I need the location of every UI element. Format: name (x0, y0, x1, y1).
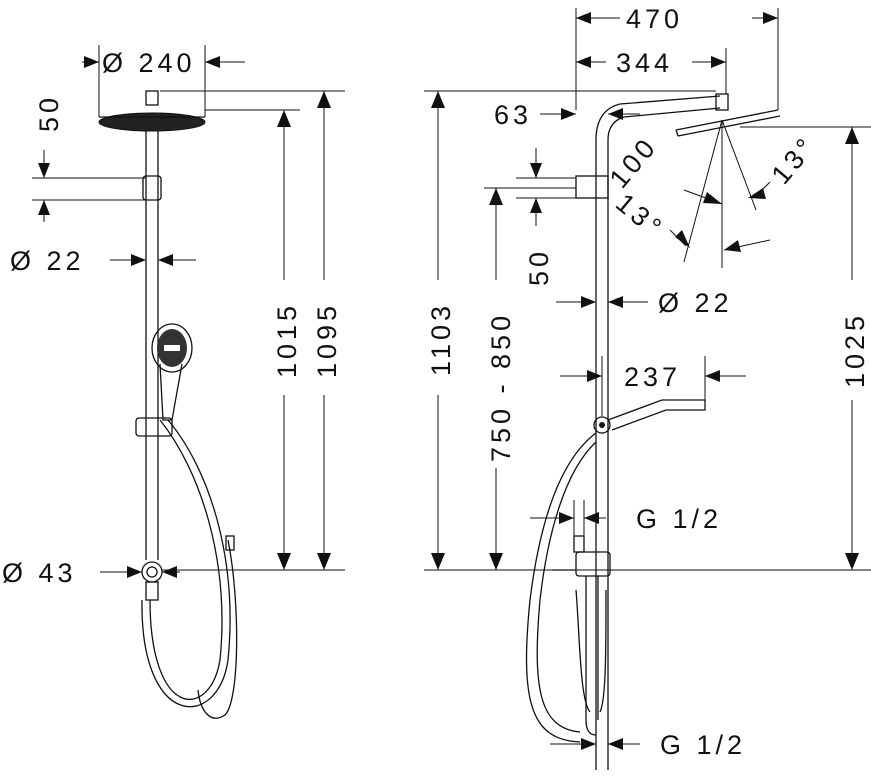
dim-mount-range (489, 188, 503, 570)
side-view: 470 344 63 (424, 4, 871, 770)
hand-shower-front (151, 323, 193, 421)
label-tilt-lower: 13° (610, 188, 670, 245)
dim-head-diameter (82, 45, 245, 117)
label-thread-lower: G 1/2 (660, 730, 746, 760)
dim-head-height (845, 127, 859, 570)
hose-front (149, 419, 223, 700)
dim-hand-arm (560, 356, 746, 416)
label-pipe-diameter-side: Ø 22 (658, 288, 733, 318)
dim-total-height (431, 91, 445, 570)
dim-pipe-diameter-front (110, 254, 196, 266)
label-arm-length: 344 (616, 48, 673, 78)
dim-holder-offset (484, 148, 576, 226)
label-mount-range: 750 - 850 (486, 312, 516, 462)
dim-thread-lower (550, 738, 640, 750)
hose-side (525, 432, 597, 743)
dim-arm-total (575, 8, 779, 110)
label-head-gap: 100 (604, 131, 664, 194)
label-pipe-diameter-front: Ø 22 (10, 246, 85, 276)
label-arm-total: 470 (626, 4, 683, 34)
label-height-1095: 1095 (312, 302, 342, 378)
overhead-shower-front (98, 90, 206, 132)
front-view: Ø 240 50 Ø 22 (2, 45, 345, 719)
label-tilt-upper: 13° (766, 130, 823, 190)
riser-pipe-side (595, 95, 721, 770)
label-holder-offset: 50 (524, 248, 554, 286)
slide-holder-front (135, 417, 173, 437)
diverter-side (552, 535, 611, 736)
label-top-offset: 63 (494, 100, 532, 130)
label-height-1015: 1015 (272, 302, 302, 378)
dim-heights-front (160, 90, 345, 571)
diverter-front (141, 561, 163, 601)
dim-diverter-diameter (100, 566, 180, 578)
dim-thread-upper (530, 500, 606, 536)
dim-pipe-diameter-side (556, 296, 648, 308)
overhead-shower-side (675, 93, 781, 137)
label-head-diameter: Ø 240 (102, 48, 196, 78)
dim-top-offset (540, 108, 640, 120)
wall-bracket-side (575, 175, 609, 199)
label-thread-upper: G 1/2 (636, 504, 722, 534)
label-hand-arm: 237 (624, 362, 681, 392)
tilt-angle-lines (669, 119, 771, 268)
label-head-offset: 50 (34, 94, 64, 132)
dim-head-offset (32, 150, 146, 222)
wall-bracket-front (142, 175, 162, 201)
label-diverter-diameter: Ø 43 (2, 558, 77, 588)
hand-shower-side (593, 399, 706, 434)
label-total-height: 1103 (426, 302, 456, 376)
dim-arm-length (576, 48, 727, 94)
label-head-height: 1025 (840, 312, 870, 388)
